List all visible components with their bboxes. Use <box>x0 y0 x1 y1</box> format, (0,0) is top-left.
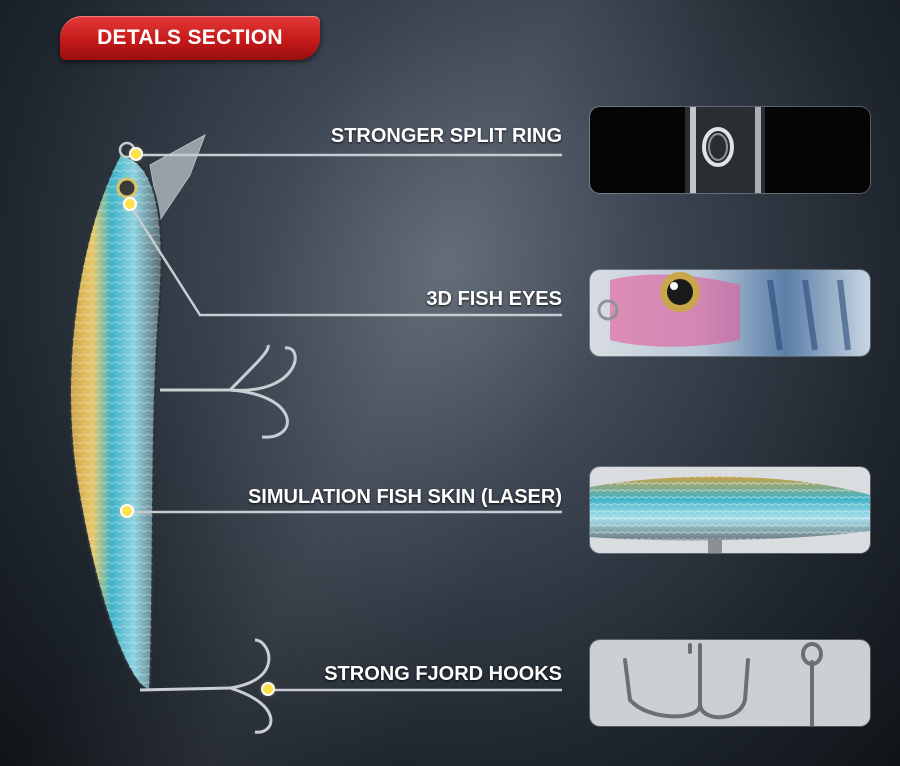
marker-split-ring <box>131 149 141 159</box>
marker-fish-eye <box>125 199 135 209</box>
section-header-badge: DETALS SECTION <box>60 16 320 60</box>
feature-label-split-ring: STRONGER SPLIT RING <box>330 125 562 147</box>
section-title: DETALS SECTION <box>97 26 283 49</box>
fish-eye-photo <box>590 270 870 356</box>
feature-label-fish-eyes: 3D FISH EYES <box>426 288 562 310</box>
feature-label-hooks: STRONG FJORD HOOKS <box>324 663 562 685</box>
split-ring-photo <box>590 107 870 193</box>
marker-hooks <box>263 684 273 694</box>
feature-label-fish-skin: SIMULATION FISH SKIN (LASER) <box>247 486 562 508</box>
marker-fish-skin <box>122 506 132 516</box>
hooks-photo <box>590 640 870 726</box>
fish-skin-photo <box>590 467 870 553</box>
